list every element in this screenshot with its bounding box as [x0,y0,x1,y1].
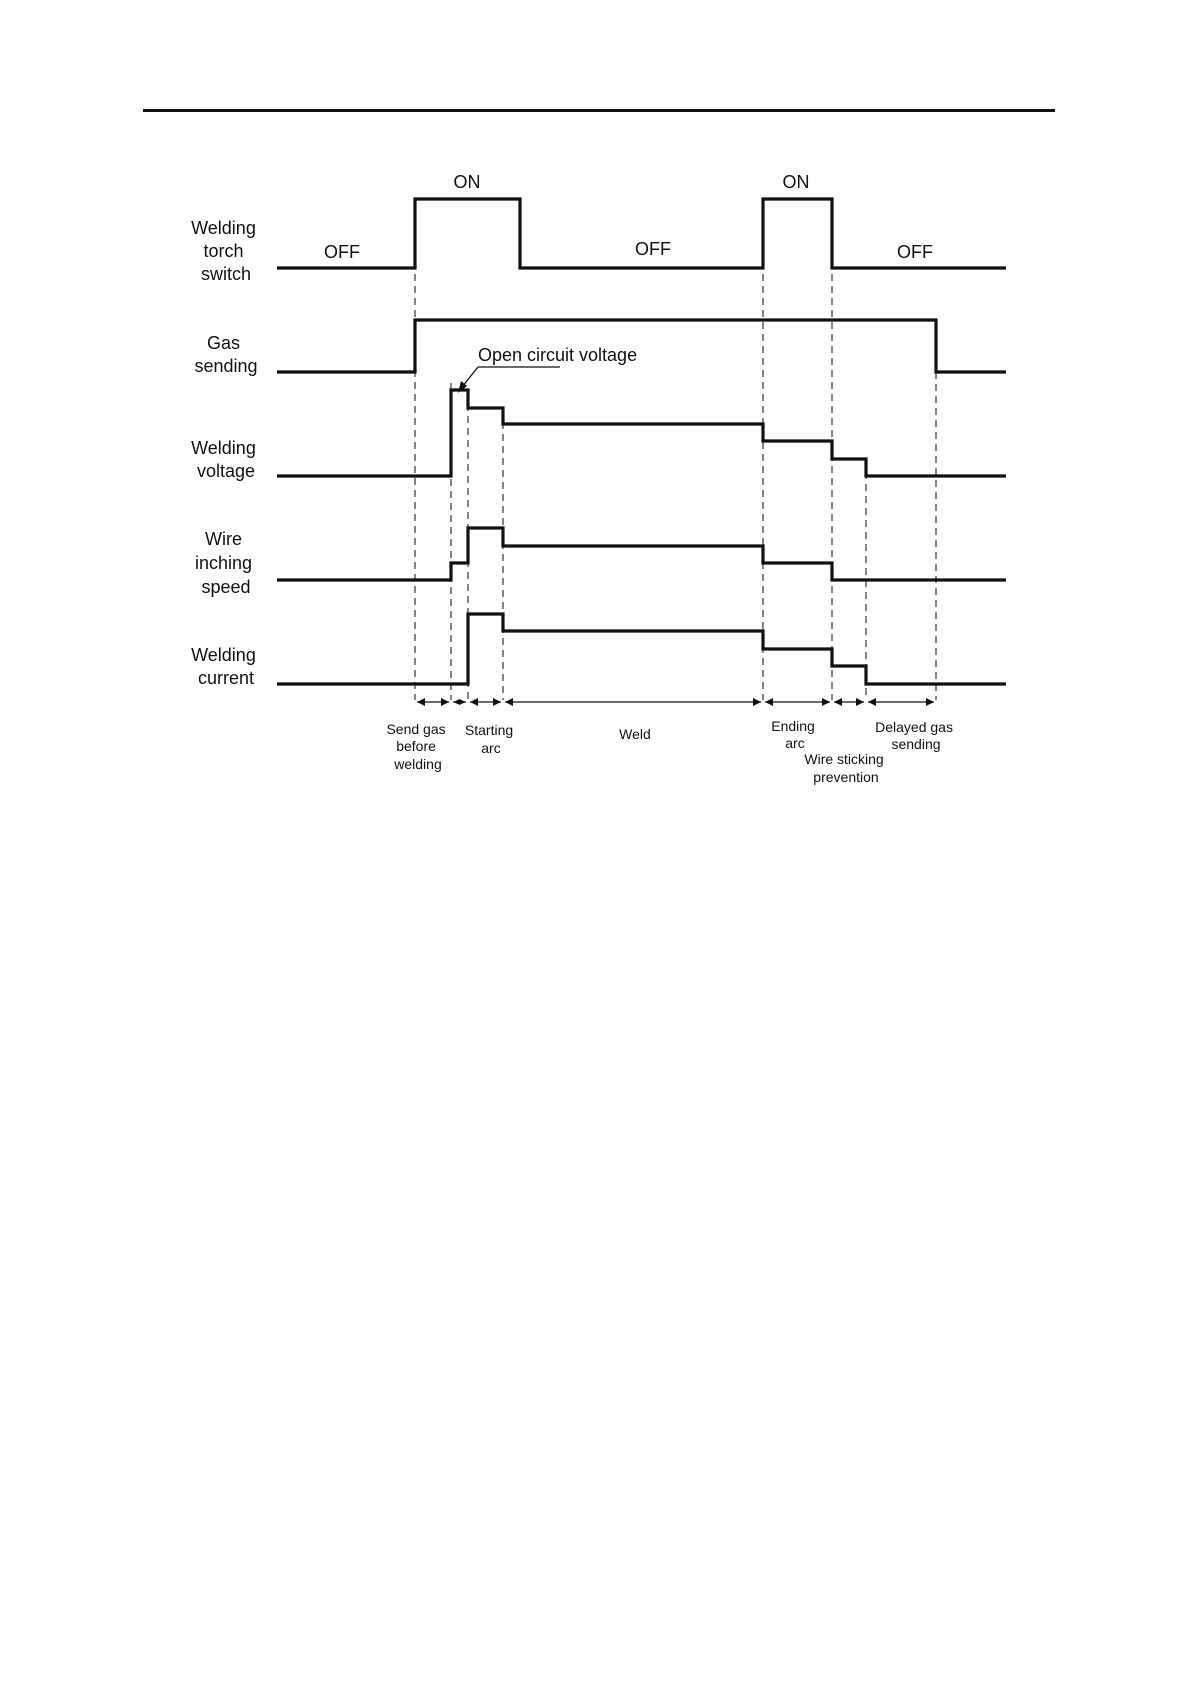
arrowhead [868,698,876,706]
open-circuit-voltage-label: Open circuit voltage [478,345,637,365]
welding-voltage-waveform [277,390,1006,476]
phase-label-wire-sticking: Wire sticking prevention [804,751,887,785]
open-circuit-voltage-leader [462,367,560,387]
welding-current-waveform [277,614,1006,684]
arrowhead [822,698,830,706]
arrowhead [926,698,934,706]
arrowhead [834,698,842,706]
arrowhead [417,698,425,706]
arrowhead [753,698,761,706]
wire-inching-speed-waveform [277,528,1006,580]
signal-label-voltage: Welding voltage [191,438,261,481]
phase-label-send-gas: Send gas before welding [386,721,449,772]
arrowhead [765,698,773,706]
state-label-off-3: OFF [897,242,933,262]
arrowhead [459,699,466,705]
state-label-on-2: ON [783,172,810,192]
arrowhead [493,698,501,706]
phase-boundaries [415,262,936,700]
signal-label-gas: Gas sending [194,333,257,376]
arrowhead [441,698,449,706]
arrowhead [470,698,478,706]
state-label-on-1: ON [454,172,481,192]
state-label-off-2: OFF [635,239,671,259]
phase-label-starting-arc: Starting arc [465,722,517,756]
phase-label-delayed-gas: Delayed gas sending [875,719,957,752]
state-label-off-1: OFF [324,242,360,262]
arrowhead [453,699,460,705]
signal-label-wire: Wire inching speed [195,529,257,597]
signal-label-current: Welding current [191,645,261,688]
signal-label-torch: Welding torch switch [191,218,261,284]
gas-sending-waveform [277,320,1006,372]
phase-label-ending-arc: Ending arc [771,718,818,751]
arrowhead [856,698,864,706]
arrowhead [505,698,513,706]
phase-label-weld: Weld [619,726,651,742]
